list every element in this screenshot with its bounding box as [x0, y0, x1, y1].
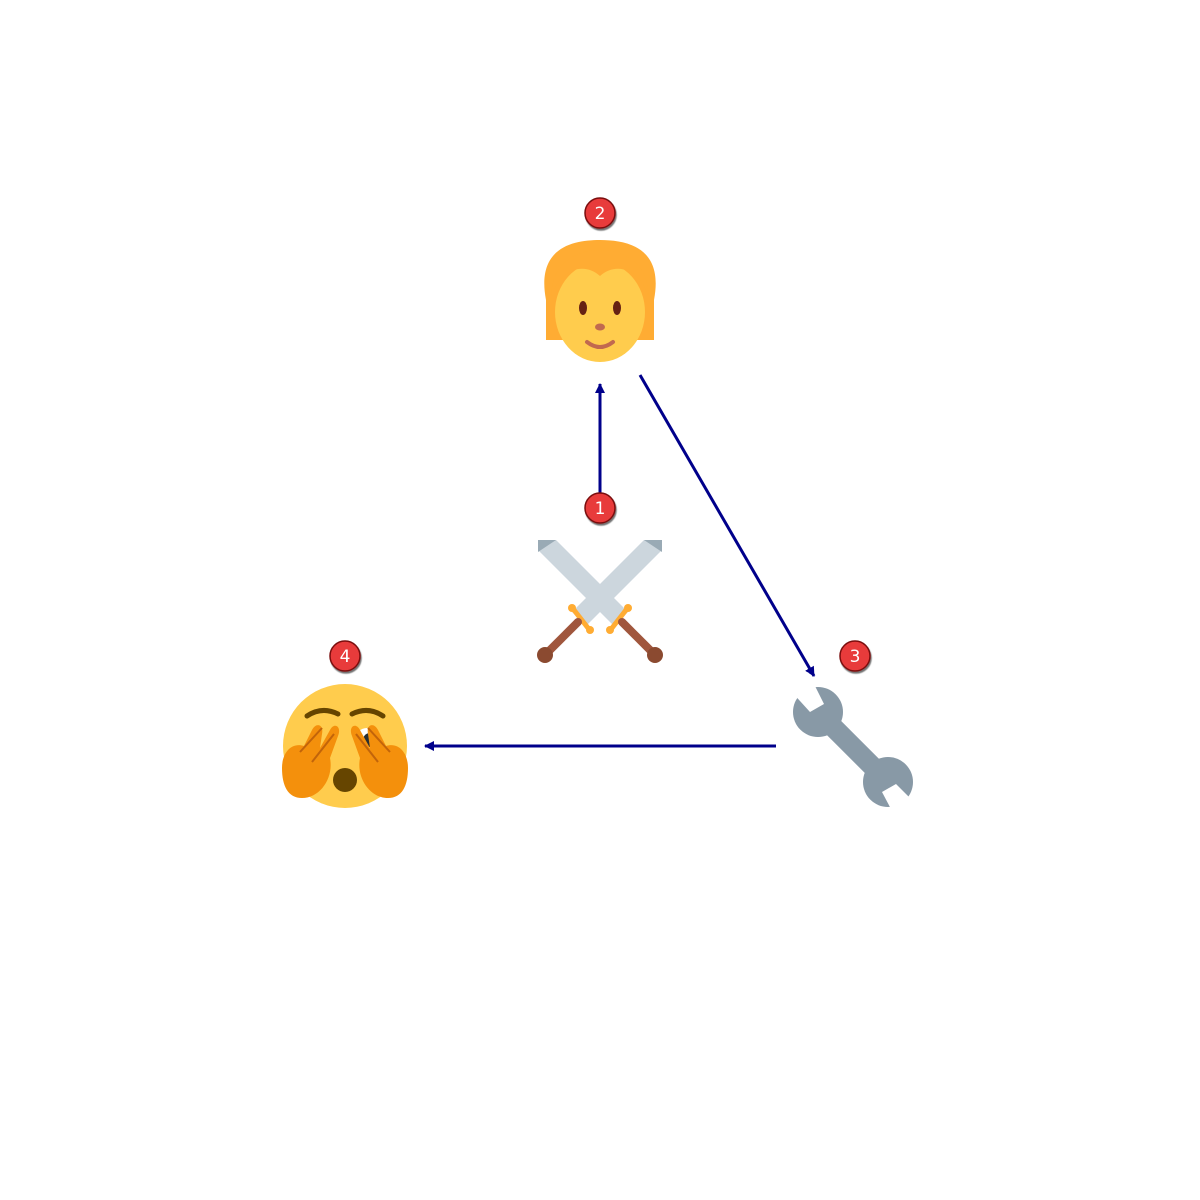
person-icon [544, 240, 656, 362]
wrench-icon [790, 672, 918, 826]
node-number-4: 4 [340, 647, 351, 667]
node-badge-4: 4 [329, 640, 361, 672]
node-number-1: 1 [595, 499, 606, 519]
node-badge-2: 2 [584, 197, 616, 229]
crossed-swords-icon [537, 540, 663, 663]
node-number-2: 2 [595, 204, 606, 224]
node-badge-3: 3 [839, 640, 871, 672]
arrow-person-to-wrench [638, 374, 816, 677]
node-number-3: 3 [850, 647, 861, 667]
node-badge-1: 1 [584, 492, 616, 524]
face-with-hands-over-eyes-icon [282, 684, 408, 808]
